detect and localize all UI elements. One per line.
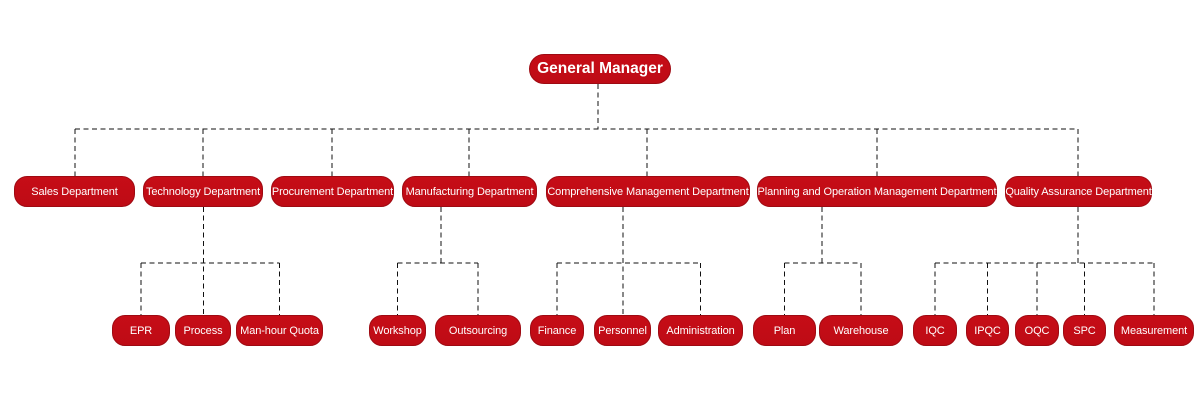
node-iqc[interactable]: IQC (913, 315, 957, 346)
node-process[interactable]: Process (175, 315, 231, 346)
node-workshop[interactable]: Workshop (369, 315, 426, 346)
node-man-hour-quota[interactable]: Man-hour Quota (236, 315, 323, 346)
node-outsourcing[interactable]: Outsourcing (435, 315, 521, 346)
node-comprehensive-management-department[interactable]: Comprehensive Management Department (546, 176, 750, 207)
node-planning-operation-management-department[interactable]: Planning and Operation Management Depart… (757, 176, 997, 207)
node-manufacturing-department[interactable]: Manufacturing Department (402, 176, 537, 207)
node-quality-assurance-department[interactable]: Quality Assurance Department (1005, 176, 1152, 207)
node-warehouse[interactable]: Warehouse (819, 315, 903, 346)
node-procurement-department[interactable]: Procurement Department (271, 176, 394, 207)
node-oqc[interactable]: OQC (1015, 315, 1059, 346)
node-epr[interactable]: EPR (112, 315, 170, 346)
level1-connectors (74, 84, 1079, 176)
node-spc[interactable]: SPC (1063, 315, 1106, 346)
node-general-manager[interactable]: General Manager (529, 54, 671, 84)
node-plan[interactable]: Plan (753, 315, 816, 346)
node-administration[interactable]: Administration (658, 315, 743, 346)
level2-connectors (140, 207, 1155, 315)
node-technology-department[interactable]: Technology Department (143, 176, 263, 207)
node-ipqc[interactable]: IPQC (966, 315, 1009, 346)
node-measurement[interactable]: Measurement (1114, 315, 1194, 346)
node-finance[interactable]: Finance (530, 315, 584, 346)
node-personnel[interactable]: Personnel (594, 315, 651, 346)
node-sales-department[interactable]: Sales Department (14, 176, 135, 207)
